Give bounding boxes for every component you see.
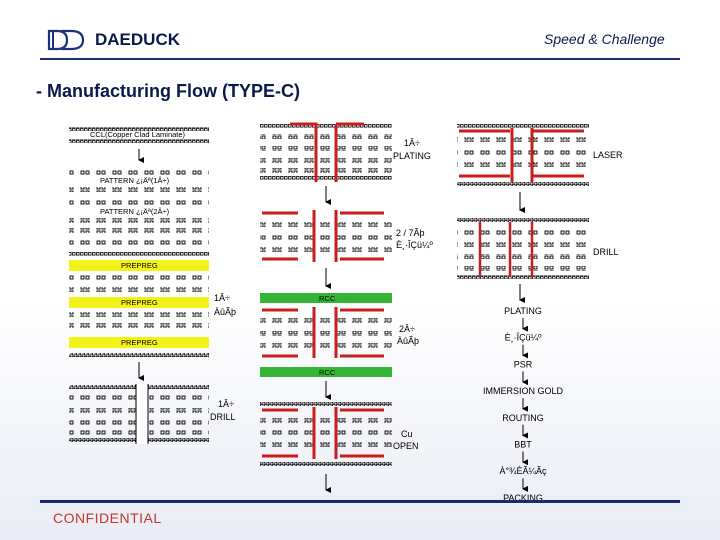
page-title: - Manufacturing Flow (TYPE-C) [36,81,300,101]
rcc-layer [260,293,392,303]
rcc-label-1: RCC [319,294,336,303]
slogan: Speed & Challenge [544,31,665,47]
pattern1-label: PATTERN ¿¡Äª(1Â÷) [100,176,170,185]
drill-label-1: 1Â÷ [218,399,234,409]
footer-divider [40,500,680,503]
press-label-1: 1Â÷ [214,293,230,303]
rcc-label-2: RCC [319,368,336,377]
brand-name: DAEDUCK [95,30,180,49]
drill-col3-label: DRILL [593,247,619,257]
ccl-label: CCL(Copper Clad Laminate) [90,130,186,139]
confidential-label: CONFIDENTIAL [53,510,162,526]
cuopen-label-1: Cu [401,429,413,439]
company-logo [47,29,85,51]
flow-step: ROUTING [502,413,544,423]
header-divider [40,58,680,60]
rcc-layer [260,367,392,377]
flow-step: PACKING [503,493,543,503]
plating1-label-2: PLATING [393,151,431,161]
flow-step: È¸·ÎÇü¼º [505,333,543,343]
step2-label-2: È¸·ÎÇü¼º [396,240,434,250]
press2-label-2: ÀûÃþ [397,336,419,346]
prepreg-layer [69,337,209,348]
flow-step: PSR [514,359,533,369]
laser-label: LASER [593,150,623,160]
drill-label-2: DRILL [210,412,236,422]
prepreg-label-3: PREPREG [121,338,158,347]
press-label-2: ÀûÃþ [214,307,236,317]
prepreg-layer [69,297,209,308]
prepreg-label-2: PREPREG [121,298,158,307]
flow-step: PLATING [504,306,542,316]
prepreg-label-1: PREPREG [121,261,158,270]
press2-label-1: 2Â÷ [399,324,415,334]
plating1-label-1: 1Â÷ [404,138,420,148]
flow-step: BBT [514,440,532,450]
pattern2-label: PATTERN ¿¡Äª(2Â÷) [100,207,170,216]
prepreg-layer [69,260,209,271]
flow-step: À°¾ÈÃ¼Ãç [499,466,547,476]
cuopen-label-2: OPEN [393,441,419,451]
step2-label-1: 2 / 7Ãþ [396,228,425,238]
flow-step: IMMERSION GOLD [483,386,564,396]
ccl-core [69,131,209,138]
